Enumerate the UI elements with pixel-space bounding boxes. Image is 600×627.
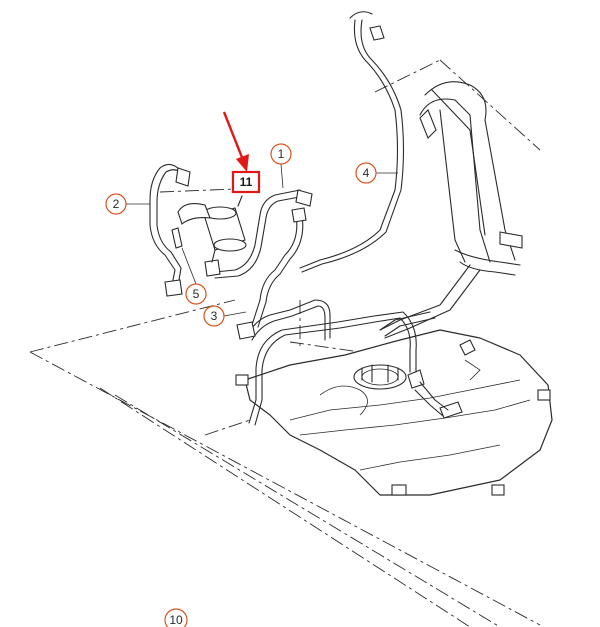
part-callout-10[interactable]: 10 <box>164 608 188 627</box>
part-callout-2[interactable]: 2 <box>105 193 150 215</box>
part-callout-1[interactable]: 1 <box>270 143 292 189</box>
part-callout-2-label: 2 <box>113 197 120 211</box>
part-callout-3[interactable]: 3 <box>203 305 247 327</box>
part-callout-3-label: 3 <box>211 309 218 323</box>
fuel-tank <box>235 329 553 496</box>
fuel-filter <box>171 195 247 263</box>
part-callout-4[interactable]: 4 <box>355 162 398 184</box>
part-callout-1-label: 1 <box>278 147 285 161</box>
fuel-line-1 <box>204 189 313 279</box>
part-callout-5-label: 5 <box>193 287 200 301</box>
fuel-line-2 <box>149 163 191 297</box>
part-callout-4-label: 4 <box>363 166 370 180</box>
breather-line <box>299 11 405 273</box>
highlight-arrow <box>222 111 249 172</box>
fuel-lines <box>247 299 449 426</box>
part-callout-11-label: 11 <box>240 175 253 189</box>
part-callout-11[interactable]: 11 <box>231 170 261 194</box>
part-callout-5[interactable]: 5 <box>181 247 207 305</box>
fuel-line-3 <box>236 207 307 340</box>
part-callout-10-label: 10 <box>169 613 183 627</box>
filler-neck <box>379 81 523 339</box>
